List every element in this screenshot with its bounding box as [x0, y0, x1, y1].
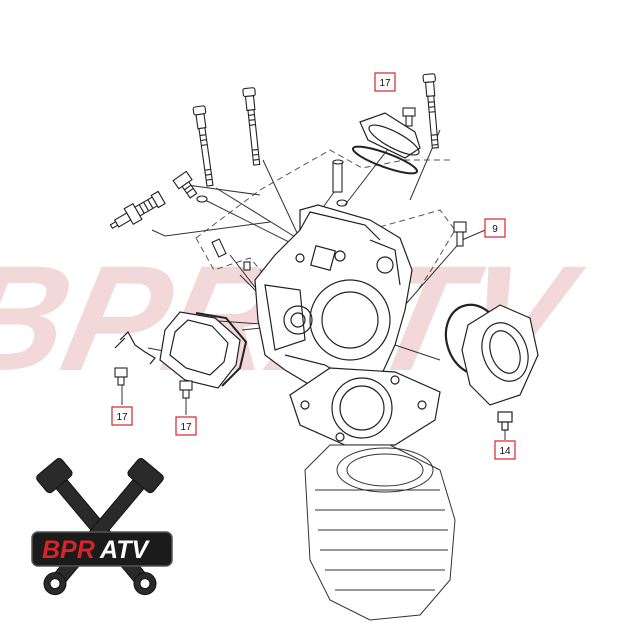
logo-text-atv: ATV — [99, 536, 150, 564]
callout-label: 17 — [379, 78, 391, 89]
cylinder-block — [304, 444, 456, 621]
right-bolt — [453, 221, 467, 247]
small-dowels — [211, 238, 251, 271]
cylinder-head — [254, 204, 413, 393]
head-gasket — [289, 367, 441, 446]
head-stud-right — [422, 73, 439, 149]
small-bolt — [172, 170, 208, 203]
spark-plug — [109, 190, 166, 229]
bpratv-logo: BPR ATV — [31, 458, 173, 596]
valve-guide — [332, 159, 348, 207]
callout-2: 9 — [484, 218, 506, 238]
wire-clip — [114, 331, 156, 365]
logo-text-bpr: BPR — [42, 536, 95, 564]
callout-4: 17 — [175, 416, 197, 436]
left-side-cover — [159, 311, 248, 389]
head-stud-center — [242, 87, 261, 166]
callout-label: 9 — [492, 224, 498, 235]
callout-label: 17 — [116, 412, 128, 423]
intake-boot — [444, 303, 539, 431]
left-bolts — [114, 367, 193, 399]
assembly-boundary — [195, 149, 456, 291]
callout-1: 17 — [374, 72, 396, 92]
callout-3: 17 — [111, 406, 133, 426]
callout-5: 14 — [494, 440, 516, 460]
head-stud-left — [192, 105, 214, 187]
top-cover-plate — [351, 112, 421, 175]
cover-bolt-top — [402, 107, 416, 127]
callout-label: 17 — [180, 422, 192, 433]
callouts: 17 9 17 17 14 — [111, 72, 516, 460]
callout-label: 14 — [499, 446, 511, 457]
